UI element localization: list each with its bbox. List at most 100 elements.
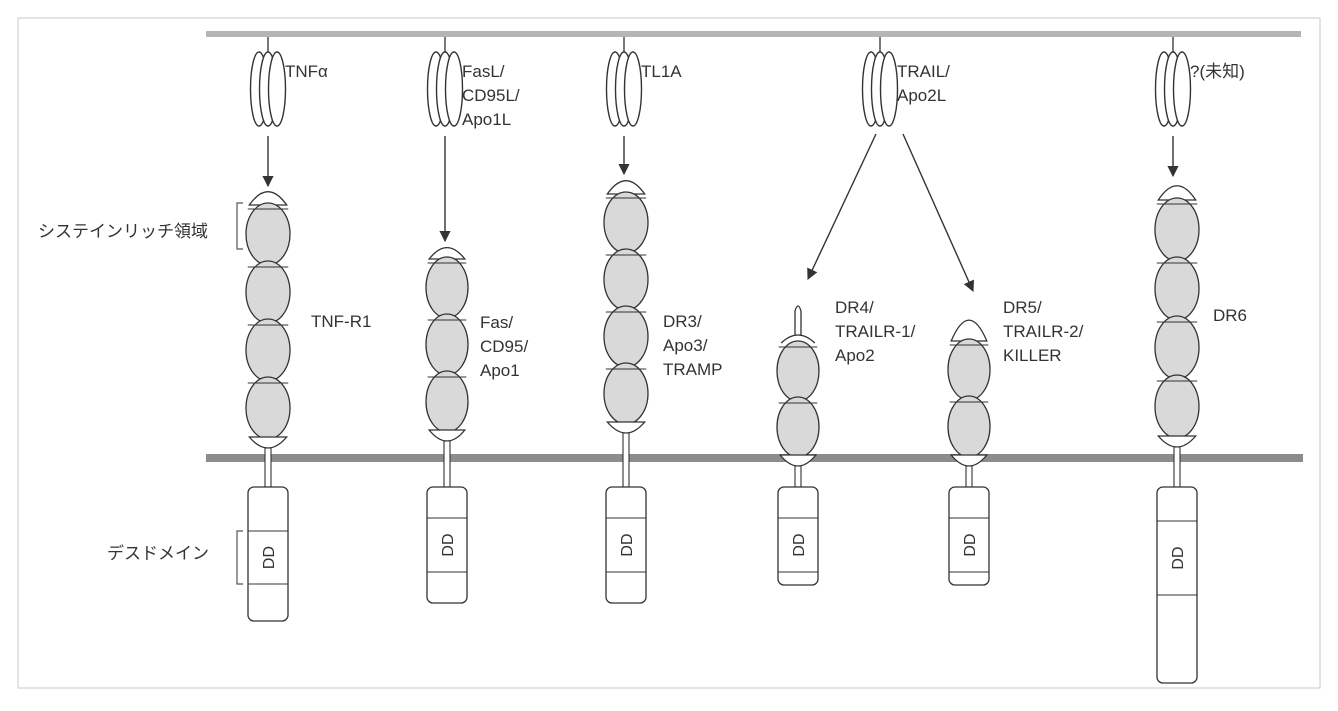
label-line: KILLER	[1003, 346, 1062, 365]
ligand-unknown: ?(未知)	[1156, 37, 1245, 126]
death-domain-label: DD	[261, 546, 278, 569]
cysteine-rich-domain	[948, 339, 990, 400]
receptor-dr4: DD DR4/TRAILR-1/Apo2	[777, 298, 916, 585]
label-line: Fas/	[480, 313, 513, 332]
cysteine-rich-domain	[604, 192, 648, 253]
death-domain-label: デスドメイン	[107, 543, 209, 563]
transmembrane-stem	[444, 441, 450, 487]
transmembrane-stem	[623, 433, 629, 487]
label-line: Apo3/	[663, 336, 708, 355]
cysteine-rich-domain	[1155, 316, 1199, 379]
cysteine-rich-domain	[246, 203, 290, 265]
cysteine-rich-domain	[1155, 257, 1199, 320]
cysteine-rich-domain	[426, 371, 468, 432]
ligand-layer: TNFα FasL/CD95L/Apo1L TL1A TRAIL/Apo2L ?(未知)	[251, 37, 1245, 129]
receptor-label-fas: Fas/CD95/Apo1	[480, 313, 528, 380]
cysteine-rich-domain	[948, 396, 990, 457]
ligand-fasl: FasL/CD95L/Apo1L	[428, 37, 520, 129]
death-domain-label: DD	[440, 533, 457, 556]
ligand-tnfa: TNFα	[251, 37, 329, 126]
receptor-base	[780, 455, 816, 466]
label-line: Apo2	[835, 346, 875, 365]
cysteine-rich-domain	[777, 397, 819, 457]
arrow-trail-to-dr4	[808, 134, 876, 279]
receptor-tip	[951, 320, 987, 341]
ligand-subunit	[881, 52, 898, 126]
receptor-base	[249, 437, 286, 448]
label-line: TL1A	[641, 62, 682, 81]
label-line: TRAMP	[663, 360, 723, 379]
transmembrane-stem	[265, 448, 271, 487]
ligand-label-tnfa: TNFα	[285, 62, 328, 81]
ligand-tl1a: TL1A	[607, 37, 683, 126]
label-line: DR4/	[835, 298, 874, 317]
receptor-dr5: DD DR5/TRAILR-2/KILLER	[948, 298, 1084, 585]
receptor-base	[607, 422, 644, 433]
label-line: Apo2L	[897, 86, 946, 105]
death-domain-label: DD	[619, 533, 636, 556]
ligand-trail: TRAIL/Apo2L	[863, 37, 951, 126]
top-band	[206, 31, 1301, 37]
receptor-label-dr6: DR6	[1213, 306, 1247, 325]
cell-membrane	[206, 454, 1303, 462]
cysteine-rich-label: システインリッチ領域	[38, 222, 208, 241]
cysteine-rich-domain	[1155, 375, 1199, 438]
cysteine-rich-domain	[426, 257, 468, 318]
label-line: TNFα	[285, 62, 328, 81]
transmembrane-stem	[1174, 447, 1180, 487]
receptor-dr6: DD DR6	[1155, 186, 1247, 683]
cysteine-rich-domain	[426, 314, 468, 375]
receptor-base	[1158, 436, 1195, 447]
label-line: CD95/	[480, 337, 528, 356]
label-line: TRAILR-2/	[1003, 322, 1084, 341]
death-domain-label: DD	[791, 533, 808, 556]
death-domain-label: DD	[962, 533, 979, 556]
cysteine-rich-domain	[777, 341, 819, 401]
ligand-subunit	[1174, 52, 1191, 126]
ligand-label-trail: TRAIL/Apo2L	[897, 62, 950, 105]
label-line: ?(未知)	[1190, 62, 1245, 81]
receptor-tip	[795, 306, 801, 335]
cysteine-rich-bracket	[237, 203, 243, 249]
label-line: TNF-R1	[311, 312, 371, 331]
ligand-label-tl1a: TL1A	[641, 62, 682, 81]
cysteine-rich-domain	[246, 319, 290, 381]
arrow-layer	[268, 134, 1173, 291]
cysteine-rich-domain	[1155, 198, 1199, 261]
receptor-base	[429, 430, 465, 441]
receptor-base	[951, 455, 987, 466]
receptor-label-dr4: DR4/TRAILR-1/Apo2	[835, 298, 916, 365]
receptor-label-tnf-r1: TNF-R1	[311, 312, 371, 331]
receptor-label-dr3: DR3/Apo3/TRAMP	[663, 312, 723, 379]
receptor-dr3: DD DR3/Apo3/TRAMP	[604, 181, 723, 603]
cysteine-rich-domain	[604, 306, 648, 367]
label-line: Apo1	[480, 361, 520, 380]
arrow-trail-to-dr5	[903, 134, 973, 291]
label-line: FasL/	[462, 62, 505, 81]
ligand-label-fasl: FasL/CD95L/Apo1L	[462, 62, 520, 129]
label-line: DR6	[1213, 306, 1247, 325]
ligand-label-unknown: ?(未知)	[1190, 62, 1245, 81]
intracellular-domain	[1157, 487, 1197, 683]
label-line: TRAIL/	[897, 62, 950, 81]
receptor-layer: DDTNF-R1DDFas/CD95/Apo1DDDR3/Apo3/TRAMPD…	[246, 181, 1247, 683]
ligand-subunit	[446, 52, 463, 126]
label-line: Apo1L	[462, 110, 511, 129]
death-domain-label: DD	[1170, 546, 1187, 569]
transmembrane-stem	[795, 466, 801, 487]
transmembrane-stem	[966, 466, 972, 487]
label-line: TRAILR-1/	[835, 322, 916, 341]
death-domain-bracket	[237, 531, 243, 584]
cysteine-rich-domain	[246, 377, 290, 439]
receptor-tnf-r1: DD TNF-R1	[246, 192, 371, 621]
ligand-subunit	[625, 52, 642, 126]
receptor-fas: DD Fas/CD95/Apo1	[426, 248, 528, 603]
label-line: DR3/	[663, 312, 702, 331]
cysteine-rich-domain	[246, 261, 290, 323]
ligand-subunit	[269, 52, 286, 126]
cysteine-rich-domain	[604, 363, 648, 424]
cysteine-rich-domain	[604, 249, 648, 310]
label-line: CD95L/	[462, 86, 520, 105]
receptor-label-dr5: DR5/TRAILR-2/KILLER	[1003, 298, 1084, 365]
